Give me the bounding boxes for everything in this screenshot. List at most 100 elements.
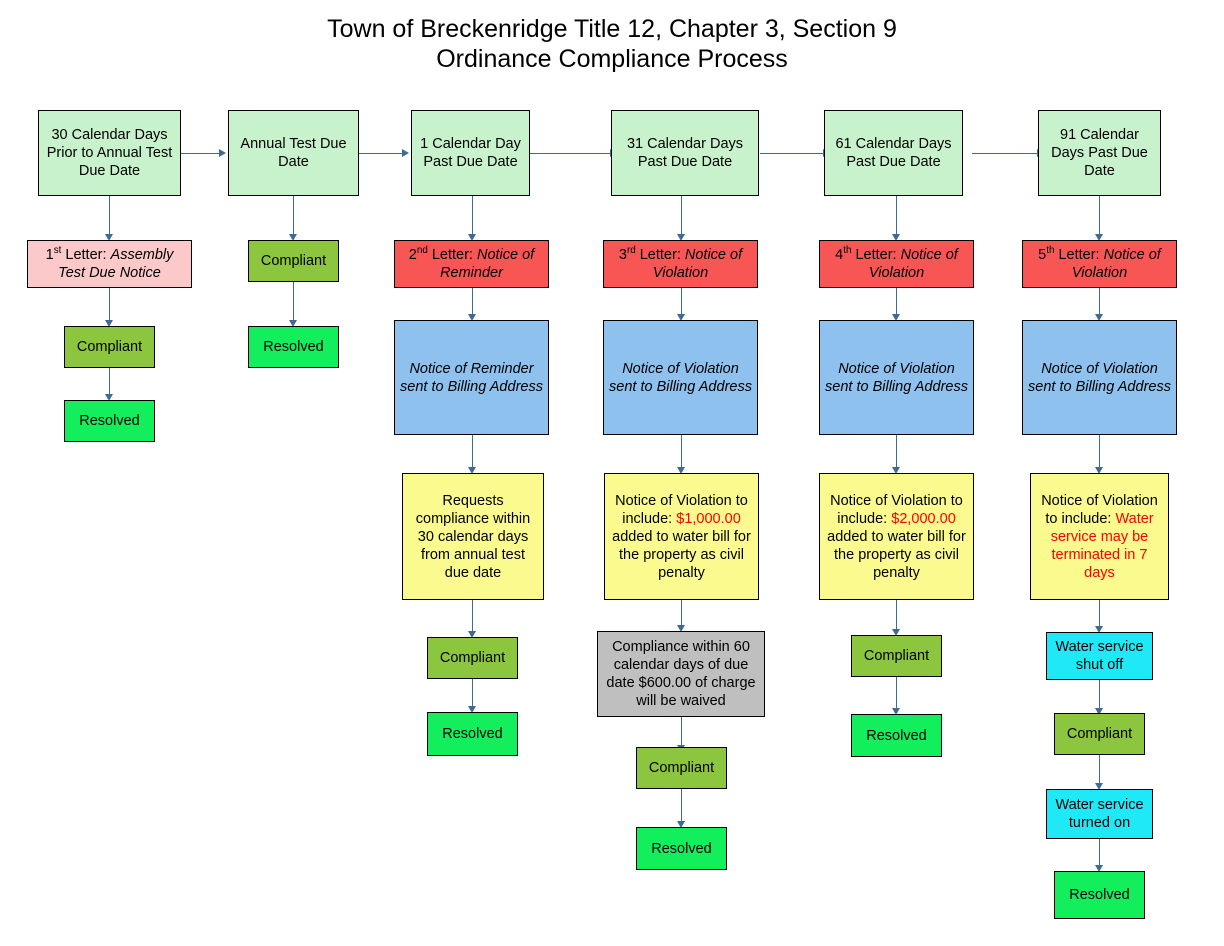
status-resolved-col6[interactable]: Resolved (1054, 871, 1145, 919)
delivery-notice-of-violation-billing-col6[interactable]: Notice of Violation sent to Billing Addr… (1022, 320, 1177, 435)
status-resolved-col5[interactable]: Resolved (851, 714, 942, 757)
resolved-label: Resolved (263, 339, 324, 355)
arrow-down-c5-a (892, 234, 900, 241)
connector-v-c4-d (681, 600, 682, 625)
turned-on-label: Water service turned on (1055, 797, 1144, 831)
water-service-turned-on[interactable]: Water service turned on (1046, 789, 1153, 839)
connector-v-c6-f (1099, 755, 1100, 783)
delivery-label: Notice of Violation sent to Billing Addr… (1028, 360, 1171, 395)
status-compliant-col5[interactable]: Compliant (851, 635, 942, 677)
connector-v-c1-b (109, 288, 110, 320)
delivery-label: Notice of Reminder sent to Billing Addre… (400, 360, 543, 395)
letter-1st-assembly-test-due-notice[interactable]: 1st Letter: Assembly Test Due Notice (27, 240, 192, 288)
arrow-down-c1-c (105, 394, 113, 401)
detail-label: Notice of Violation to include: $1,000.0… (612, 492, 751, 581)
status-resolved-col1[interactable]: Resolved (64, 400, 155, 442)
arrow-down-c3-c (468, 467, 476, 474)
detail-water-service-termination-warning[interactable]: Notice of Violation to include: Water se… (1030, 473, 1169, 600)
page-title: Town of Breckenridge Title 12, Chapter 3… (327, 15, 897, 73)
arrow-down-c5-e (892, 708, 900, 715)
arrow-down-c3-a (468, 234, 476, 241)
connector-v-c3-c (472, 435, 473, 467)
arrow-down-c4-b (677, 314, 685, 321)
connector-v-c4-b (681, 288, 682, 314)
status-resolved-col2[interactable]: Resolved (248, 326, 339, 368)
connector-v-c3-e (472, 679, 473, 706)
letter-4th-notice-of-violation[interactable]: 4th Letter: Notice of Violation (819, 240, 974, 288)
resolved-label: Resolved (1069, 887, 1130, 903)
letter-2nd-notice-of-reminder[interactable]: 2nd Letter: Notice of Reminder (394, 240, 549, 288)
status-compliant-col1[interactable]: Compliant (64, 326, 155, 368)
detail-label: Notice of Violation to include: $2,000.0… (827, 492, 966, 581)
arrow-down-c1-a (105, 234, 113, 241)
arrow-down-c6-a (1095, 234, 1103, 241)
delivery-notice-of-violation-billing-col4[interactable]: Notice of Violation sent to Billing Addr… (603, 320, 758, 435)
connector-h-5-6 (972, 153, 1037, 154)
status-compliant-col6[interactable]: Compliant (1054, 713, 1145, 755)
detail-label: Requests compliance within 30 calendar d… (415, 492, 531, 581)
connector-v-c6-a (1099, 196, 1100, 234)
header-label: 91 Calendar Days Past Due Date (1051, 127, 1148, 179)
compliant-label: Compliant (76, 339, 143, 355)
connector-v-c4-e (681, 717, 682, 745)
header-label: Annual Test Due Date (240, 136, 347, 170)
letter-1-label: 1st Letter: Assembly Test Due Notice (45, 245, 174, 281)
letter-5th-notice-of-violation[interactable]: 5th Letter: Notice of Violation (1022, 240, 1177, 288)
status-resolved-col3[interactable]: Resolved (427, 712, 518, 756)
delivery-notice-of-reminder-billing[interactable]: Notice of Reminder sent to Billing Addre… (394, 320, 549, 435)
connector-v-c2-a (293, 196, 294, 234)
header-label: 1 Calendar Day Past Due Date (420, 136, 521, 170)
arrow-down-c3-d (468, 631, 476, 638)
header-label: 30 Calendar Days Prior to Annual Test Du… (46, 127, 173, 179)
resolved-label: Resolved (651, 840, 712, 857)
header-91-days-past-due[interactable]: 91 Calendar Days Past Due Date (1038, 110, 1161, 196)
connector-v-c4-c (681, 435, 682, 467)
waiver-60-day-compliance[interactable]: Compliance within 60 calendar days of du… (597, 631, 765, 717)
compliant-label: Compliant (439, 650, 506, 666)
arrow-down-c6-c (1095, 467, 1103, 474)
connector-v-c3-b (472, 288, 473, 314)
arrow-down-c6-g (1095, 865, 1103, 872)
status-resolved-col4[interactable]: Resolved (636, 827, 727, 870)
connector-v-c5-d (896, 600, 897, 629)
connector-h-4-5 (760, 153, 823, 154)
header-label: 31 Calendar Days Past Due Date (626, 136, 744, 170)
header-61-days-past-due[interactable]: 61 Calendar Days Past Due Date (824, 110, 963, 196)
water-service-shut-off[interactable]: Water service shut off (1046, 632, 1153, 680)
termination-warning: Water service may be terminated in 7 day… (1050, 510, 1154, 581)
connector-v-c4-a (681, 196, 682, 234)
header-30-days-prior[interactable]: 30 Calendar Days Prior to Annual Test Du… (38, 110, 181, 196)
status-compliant-col3[interactable]: Compliant (427, 637, 518, 679)
delivery-notice-of-violation-billing-col5[interactable]: Notice of Violation sent to Billing Addr… (819, 320, 974, 435)
connector-v-c1-a (109, 196, 110, 234)
penalty-amount: $1,000.00 (676, 510, 741, 527)
detail-requests-compliance-30-days[interactable]: Requests compliance within 30 calendar d… (402, 473, 544, 600)
connector-h-3-4 (530, 153, 610, 154)
letter-5-label: 5th Letter: Notice of Violation (1038, 245, 1161, 281)
arrow-right-1-2 (219, 149, 226, 157)
arrow-down-c5-b (892, 314, 900, 321)
status-compliant-col2[interactable]: Compliant (248, 240, 339, 282)
header-annual-test-due-date[interactable]: Annual Test Due Date (228, 110, 359, 196)
arrow-down-c6-d (1095, 626, 1103, 633)
detail-penalty-2000[interactable]: Notice of Violation to include: $2,000.0… (819, 473, 974, 600)
connector-v-c5-c (896, 435, 897, 467)
connector-h-2-3 (359, 153, 402, 154)
penalty-amount: $2,000.00 (891, 510, 956, 527)
letter-3-label: 3rd Letter: Notice of Violation (618, 245, 743, 281)
status-compliant-col4[interactable]: Compliant (636, 747, 727, 789)
waiver-label: Compliance within 60 calendar days of du… (606, 639, 756, 709)
header-31-days-past-due[interactable]: 31 Calendar Days Past Due Date (611, 110, 759, 196)
header-1-day-past-due[interactable]: 1 Calendar Day Past Due Date (411, 110, 530, 196)
resolved-label: Resolved (79, 413, 140, 429)
arrow-down-c3-e (468, 706, 476, 713)
arrow-down-c4-f (677, 821, 685, 828)
arrow-down-c5-d (892, 629, 900, 636)
arrow-down-c5-c (892, 467, 900, 474)
connector-h-1-2 (181, 153, 219, 154)
detail-penalty-1000[interactable]: Notice of Violation to include: $1,000.0… (604, 473, 759, 600)
arrow-down-c1-b (105, 320, 113, 327)
letter-3rd-notice-of-violation[interactable]: 3rd Letter: Notice of Violation (603, 240, 758, 288)
delivery-label: Notice of Violation sent to Billing Addr… (609, 360, 752, 395)
